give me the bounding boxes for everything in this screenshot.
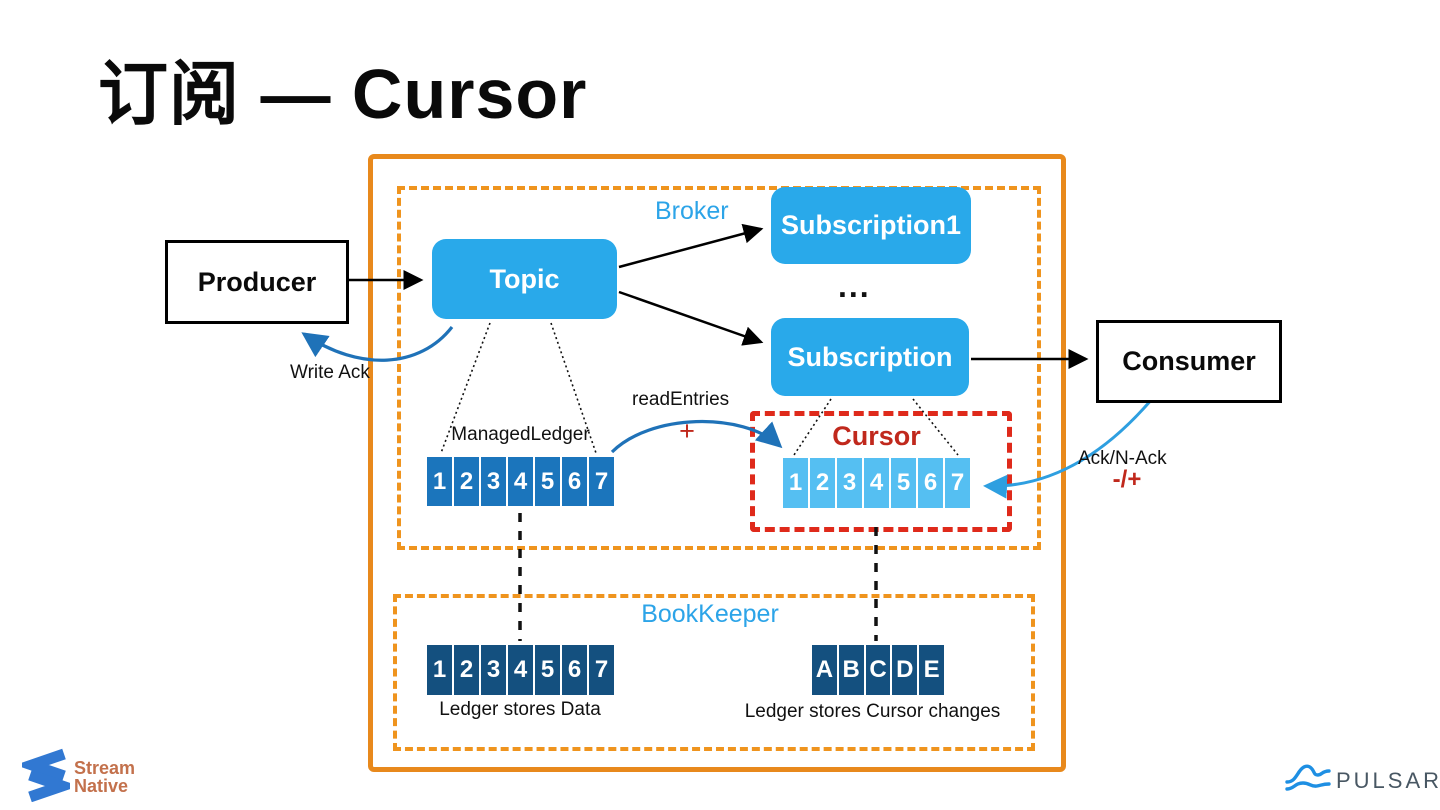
ledger-cell: 2 [810, 458, 835, 508]
managed-ledger-label: ManagedLedger [451, 424, 590, 445]
ledger-cell: 4 [508, 645, 533, 695]
ledger-cell: 4 [864, 458, 889, 508]
subscriptions-ellipsis: ... [838, 268, 871, 304]
ledger-cell: B [838, 645, 864, 695]
ledger-cell: 2 [454, 457, 479, 506]
ledger-cell: 3 [481, 645, 506, 695]
ledger-cell: E [919, 645, 944, 695]
ledger-cell: 5 [535, 645, 560, 695]
ledger-cell: 3 [837, 458, 862, 508]
ledger-stores-cursor-label: Ledger stores Cursor changes [744, 701, 1001, 722]
subscription1-node: Subscription1 [771, 187, 971, 264]
streamnative-icon [15, 748, 79, 807]
page-title: 订阅 — Cursor [98, 55, 588, 133]
pulsar-logo: PULSAR [1285, 762, 1440, 799]
ledger-cell: 7 [589, 457, 614, 506]
bookkeeper-frame [393, 594, 1035, 751]
pulsar-icon [1285, 762, 1331, 799]
broker-label: Broker [655, 197, 729, 225]
pulsar-wordmark: PULSAR [1336, 767, 1440, 793]
ledger-cell: 2 [454, 645, 479, 695]
ledger-cell: 4 [508, 457, 533, 506]
ledger-stores-data-label: Ledger stores Data [439, 699, 601, 720]
ack-nack-label: Ack/N-Ack [1078, 448, 1167, 469]
streamnative-logo: Stream Native [15, 748, 136, 807]
ledger-cell: 6 [562, 645, 587, 695]
ledger-cell: 3 [481, 457, 506, 506]
ledger-cell: A [812, 645, 837, 695]
cursor-label: Cursor [832, 421, 921, 451]
ledger-cell: 1 [427, 645, 452, 695]
ledger-cell: 1 [783, 458, 808, 508]
producer-node: Producer [165, 240, 349, 324]
topic-node: Topic [432, 239, 617, 319]
read-entries-plus-label: + [679, 416, 695, 446]
read-entries-label: readEntries [632, 389, 730, 410]
ledger-cell: 6 [562, 457, 587, 506]
ledger-cell: 5 [535, 457, 560, 506]
ledger-cell: 7 [589, 645, 614, 695]
ledger-cell: 1 [427, 457, 452, 506]
write-ack-label: Write Ack [290, 362, 370, 383]
broker-frame [397, 186, 1041, 550]
ledger-cell: C [865, 645, 891, 695]
ledger-cell: 5 [891, 458, 916, 508]
streamnative-wordmark: Stream Native [74, 758, 136, 796]
ledger-cell: D [892, 645, 918, 695]
ledger-cell: 6 [918, 458, 943, 508]
bookkeeper-label: BookKeeper [641, 600, 779, 628]
consumer-node: Consumer [1096, 320, 1282, 403]
subscription-node: Subscription [771, 318, 969, 396]
ledger-cell: 7 [945, 458, 970, 508]
ack-nack-minus-plus-label: -/+ [1112, 466, 1142, 493]
